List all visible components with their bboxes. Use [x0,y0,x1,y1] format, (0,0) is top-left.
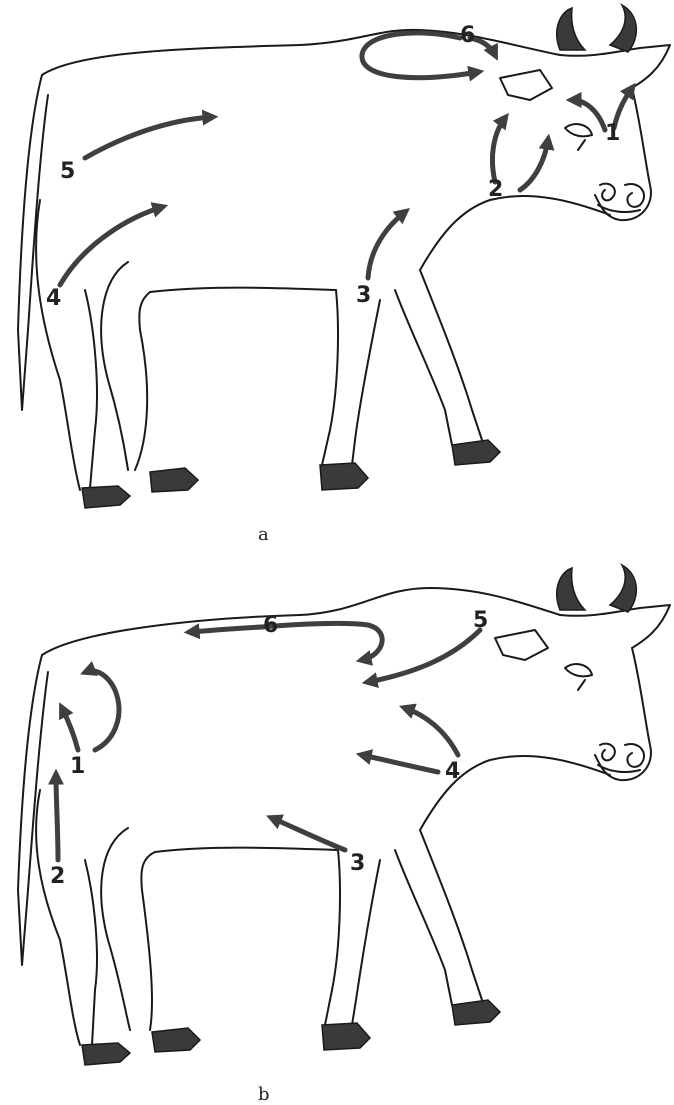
label-6: 6 [263,613,278,638]
horn-left-icon [557,8,585,50]
arrow-5 [368,630,480,682]
label-1: 1 [70,754,85,779]
hoof-icon [322,1023,370,1050]
hoof-icon [452,440,500,465]
cow-diagram-b: 1 2 3 4 5 6 b [0,560,674,1105]
label-1: 1 [605,121,620,146]
arrow-1a [86,671,119,750]
hoof-icon [152,1028,200,1052]
horn-left-icon [557,568,585,610]
horn-right-icon [610,5,636,52]
horn-right-icon [610,565,636,612]
caption-a: a [258,524,269,545]
label-3: 3 [350,851,365,876]
cow-outline [18,588,670,1045]
arrow-1a [572,100,605,130]
arrows-a [60,33,632,285]
arrow-1b [62,708,78,750]
arrow-4a [362,755,438,772]
horns [557,565,637,612]
arrow-6b [190,627,262,632]
caption-b: b [258,1084,270,1105]
arrow-2b [520,140,548,190]
label-5: 5 [60,159,75,184]
horns [557,5,637,52]
label-4: 4 [46,286,61,311]
hoof-icon [320,463,368,490]
arrow-3 [368,212,405,278]
hooves [82,1000,500,1065]
cow-diagram-a: 1 2 3 4 5 6 a [0,0,674,545]
label-5: 5 [473,608,488,633]
label-3: 3 [356,283,371,308]
hoof-icon [150,468,198,492]
arrow-5 [85,117,212,158]
panel-b: 1 2 3 4 5 6 b [0,560,674,1105]
arrow-4b [405,708,458,755]
arrow-2a [492,118,505,182]
label-2: 2 [50,864,65,889]
label-6: 6 [460,23,475,48]
hoof-icon [82,486,130,508]
arrow-2 [56,775,58,860]
arrow-3 [272,818,345,850]
arrow-4 [60,207,162,285]
label-4: 4 [445,759,460,784]
arrows-b [56,624,480,860]
hooves [82,440,500,508]
label-2: 2 [488,177,503,202]
hoof-icon [82,1043,130,1065]
arrow-6a [262,624,382,660]
hoof-icon [452,1000,500,1025]
panel-a: 1 2 3 4 5 6 a [0,0,674,545]
